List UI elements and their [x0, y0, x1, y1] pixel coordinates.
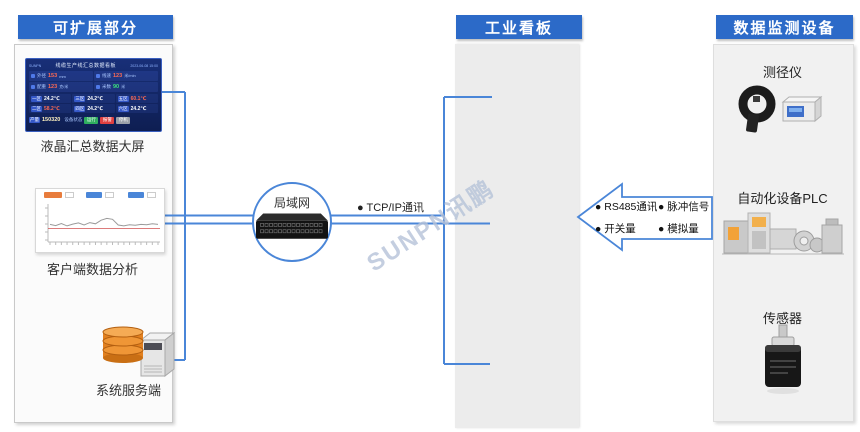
- network-switch-icon: [256, 213, 328, 239]
- production-value: 150320: [42, 117, 61, 123]
- status-label: 设备状态: [64, 117, 83, 122]
- dashboard-footer: 产量 150320 设备状态 运行 报警 停机: [29, 115, 158, 125]
- chart-toolbar: [36, 189, 164, 200]
- run-status-badge: 运行: [84, 116, 99, 124]
- zone-label: 二区: [31, 105, 42, 112]
- line-chart: [45, 204, 160, 245]
- plc-label: 自动化设备PLC: [737, 191, 828, 206]
- zone-label: 一区: [31, 95, 42, 102]
- zone-value: 60.1℃: [130, 95, 147, 102]
- chart-dropdown: [65, 192, 74, 198]
- chart-badge-blue: [86, 192, 102, 198]
- chart-dropdown: [147, 192, 156, 198]
- tcpip-label: ● TCP/IP通讯: [357, 202, 424, 214]
- dashboard-title: 线缆生产线汇总数据看板: [55, 63, 117, 69]
- diameter-gauge-icon: [738, 85, 823, 133]
- dashboard-titlebar: SUNPN 线缆生产线汇总数据看板 2023-06-08 15:00: [29, 61, 158, 70]
- arrow-signal-row1: ● RS485通讯 ● 脉冲信号: [595, 199, 721, 214]
- analog-quantity-label: ● 模拟量: [658, 223, 699, 235]
- metric-value: 153: [48, 73, 58, 79]
- chart-badge-blue: [128, 192, 144, 198]
- dashboard-caption: 液晶汇总数据大屏: [40, 139, 145, 154]
- zone-label: 六区: [117, 105, 129, 112]
- industrial-kanban-panel: [455, 44, 579, 428]
- zone-value: 24.2℃: [44, 95, 60, 102]
- plc-machinery-icon: [722, 212, 844, 255]
- lan-label: 局域网: [273, 196, 310, 210]
- metric-label: 外径: [37, 73, 46, 78]
- zone-label: 三区: [74, 95, 86, 102]
- dashboard-time: 2023-06-08 15:00: [130, 63, 158, 68]
- alarm-status-badge: 报警: [100, 116, 115, 124]
- zone-value: 58.2℃: [44, 105, 60, 112]
- server-database-icon: [102, 326, 175, 378]
- zone-label: 四区: [74, 105, 86, 112]
- metric-icon: [31, 85, 35, 89]
- metric-unit: 米/min: [124, 73, 136, 78]
- signal-arrow: [576, 182, 713, 252]
- chart-badge-orange: [44, 192, 62, 198]
- metric-value: 123: [48, 84, 58, 90]
- server-caption: 系统服务端: [95, 383, 161, 398]
- lan-node: 局域网: [252, 182, 332, 262]
- client-analysis-chart-thumbnail: [35, 188, 165, 253]
- pulse-signal-label: ● 脉冲信号: [658, 201, 710, 213]
- metric-value: 90: [113, 84, 120, 90]
- expandable-section-header: 可扩展部分: [18, 15, 173, 39]
- chart-dropdown: [105, 192, 114, 198]
- metric-value: 123: [113, 73, 123, 79]
- metric-icon: [31, 74, 35, 78]
- production-label: 产量: [29, 117, 40, 123]
- zone-value: 24.2℃: [87, 95, 104, 102]
- arrow-signal-row2: ● 开关量 ● 模拟量: [595, 221, 721, 236]
- monitoring-devices-header: 数据监测设备: [716, 15, 853, 39]
- metric-icon: [96, 74, 100, 78]
- metric-unit: 米: [121, 84, 126, 89]
- metric-icon: [96, 85, 100, 89]
- sensor-label: 传感器: [762, 311, 802, 326]
- metric-unit: mm: [59, 73, 66, 79]
- zone-label: 五区: [117, 95, 129, 102]
- zone-value: 24.2℃: [87, 105, 104, 112]
- switch-quantity-label: ● 开关量: [595, 223, 636, 235]
- dashboard-brand: SUNPN: [29, 63, 42, 68]
- metric-unit: 克/米: [59, 84, 69, 89]
- rs485-label: ● RS485通讯: [595, 201, 658, 213]
- metric-label: 米数: [102, 84, 111, 89]
- metric-label: 配重: [37, 84, 46, 89]
- rotary-encoder-icon: [765, 324, 801, 394]
- industrial-kanban-header: 工业看板: [456, 15, 582, 39]
- stop-status-badge: 停机: [116, 116, 131, 124]
- diameter-gauge-label: 测径仪: [762, 65, 802, 80]
- chart-caption: 客户端数据分析: [46, 262, 138, 277]
- metric-label: 线速: [102, 73, 111, 78]
- zone-value: 24.2℃: [130, 105, 147, 112]
